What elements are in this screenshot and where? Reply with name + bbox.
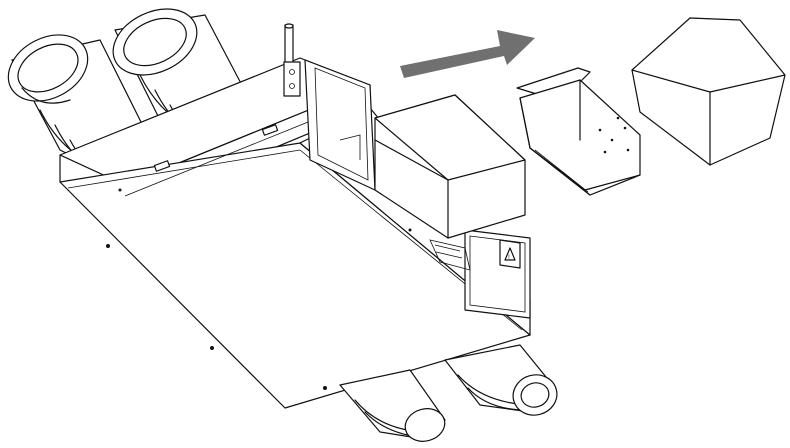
front-duct-spigot-left	[339, 369, 446, 442]
removal-direction-arrow	[400, 30, 535, 78]
removed-filter-tray	[516, 67, 641, 196]
removed-filter-block	[631, 17, 786, 166]
inserted-filter-cassette	[374, 94, 526, 271]
electrical-box: !	[464, 229, 531, 319]
condensate-post	[283, 23, 301, 97]
warning-symbol: !	[508, 255, 510, 261]
front-duct-spigot-right	[444, 344, 558, 416]
